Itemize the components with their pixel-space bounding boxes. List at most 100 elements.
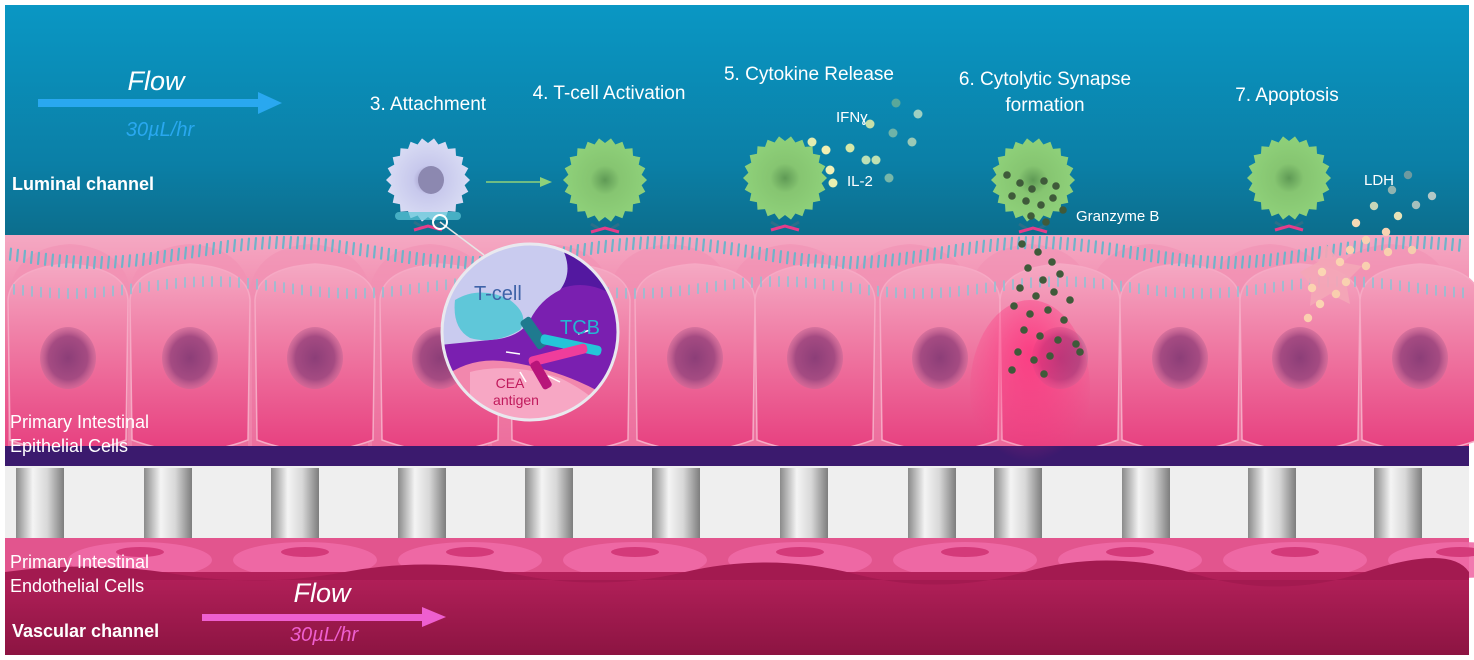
ldh-particle: [1303, 313, 1313, 323]
ldh-particle: [1307, 283, 1317, 293]
microvillus: [428, 253, 433, 267]
microvillus: [589, 241, 594, 255]
ldh-particle: [1315, 299, 1325, 309]
endothelial-nucleus: [446, 547, 494, 557]
endothelial-nucleus: [1436, 547, 1474, 557]
microvillus: [981, 239, 986, 253]
microvillus: [1401, 236, 1406, 250]
step-cytokine: 5. Cytokine Release: [724, 64, 894, 85]
microvillus: [246, 237, 251, 251]
vascular-channel-bg: [5, 572, 1469, 655]
step-attachment: 3. Attachment: [370, 94, 487, 115]
microvillus: [22, 249, 27, 263]
epithelial-label-line2: Epithelial Cells: [10, 436, 128, 456]
cell-nucleus: [40, 327, 96, 389]
microvillus: [1170, 252, 1175, 266]
microvillus: [1254, 254, 1259, 268]
step-synapse-line2: formation: [1005, 95, 1084, 116]
granzyme-particle: [1044, 306, 1052, 314]
step-apoptosis: 7. Apoptosis: [1235, 85, 1339, 106]
cytokine-particle: [821, 145, 831, 155]
microvillus: [988, 238, 993, 252]
membrane-pore: [525, 468, 573, 538]
cell-nucleus: [1392, 327, 1448, 389]
microvillus: [309, 236, 314, 251]
granzyme-particle: [1020, 326, 1028, 334]
microvillus: [603, 239, 608, 253]
synapse-glow: [970, 300, 1090, 480]
granzyme-particle: [1026, 310, 1034, 318]
microvillus: [1261, 253, 1266, 268]
cytokine-particle: [888, 128, 898, 138]
cytokine-particle: [861, 155, 871, 165]
microvillus: [435, 254, 440, 268]
microvillus: [890, 253, 895, 267]
granzyme-particle: [1060, 316, 1068, 324]
microvillus: [1387, 236, 1392, 250]
microvillus: [400, 249, 405, 264]
marker-ifng: IFNɣ: [836, 109, 868, 126]
microvillus: [330, 239, 335, 253]
microvillus: [582, 242, 587, 257]
microvillus: [1149, 249, 1154, 263]
microvillus: [1233, 255, 1238, 269]
microvillus: [365, 244, 370, 258]
microvillus: [442, 254, 447, 269]
microvillus: [918, 249, 923, 263]
microvillus: [99, 255, 104, 270]
microvillus: [393, 248, 398, 263]
microvillus: [1086, 239, 1091, 253]
microvillus: [813, 254, 818, 268]
ldh-particle: [1411, 200, 1421, 210]
microvillus: [358, 243, 363, 257]
microvillus: [862, 255, 867, 269]
microvillus: [1373, 237, 1378, 252]
microvillus: [1226, 255, 1231, 270]
microvillus: [1429, 236, 1434, 250]
ldh-particle: [1393, 211, 1403, 221]
cytokine-particle: [884, 173, 894, 183]
microvillus: [1380, 237, 1385, 251]
cytokine-particle: [828, 178, 838, 188]
attachment-contact: [395, 212, 461, 220]
microvillus: [596, 240, 601, 254]
microvillus: [974, 240, 979, 254]
granzyme-particle: [1018, 240, 1026, 248]
microvillus: [302, 236, 307, 250]
endothelial-cell: [1223, 542, 1367, 578]
microvillus: [169, 248, 174, 262]
microvillus: [1282, 251, 1287, 265]
membrane-pore: [652, 468, 700, 538]
microvillus: [1114, 243, 1119, 257]
granzyme-particle: [1003, 171, 1011, 179]
t-cells: [386, 136, 1331, 234]
ldh-particle: [1341, 277, 1351, 287]
microvillus: [1289, 250, 1294, 264]
microvillus: [148, 251, 153, 266]
granzyme-particle: [1052, 182, 1060, 190]
microvillus: [666, 235, 671, 250]
microvillus: [1310, 247, 1315, 261]
microvillus: [1303, 248, 1308, 262]
microvillus: [1436, 236, 1441, 250]
granzyme-particle: [1030, 356, 1038, 364]
microvillus: [232, 239, 237, 253]
microvillus: [50, 253, 55, 267]
microvillus: [673, 236, 678, 250]
cell-nucleus: [287, 327, 343, 389]
microvillus: [1135, 246, 1140, 261]
microvillus: [141, 252, 146, 266]
microvillus: [295, 236, 300, 250]
microvillus: [1268, 253, 1273, 267]
membrane-pore: [1374, 468, 1422, 538]
zoom-cea-line1: CEA: [496, 375, 525, 391]
step-synapse-line1: 6. Cytolytic Synapse: [959, 69, 1131, 90]
microvillus: [659, 235, 664, 250]
microvillus: [92, 255, 97, 270]
zoom-origin-ring: [432, 214, 448, 230]
microvillus: [736, 243, 741, 257]
microvillus: [372, 245, 377, 259]
microvillus: [1184, 253, 1189, 268]
microvillus: [715, 240, 720, 254]
